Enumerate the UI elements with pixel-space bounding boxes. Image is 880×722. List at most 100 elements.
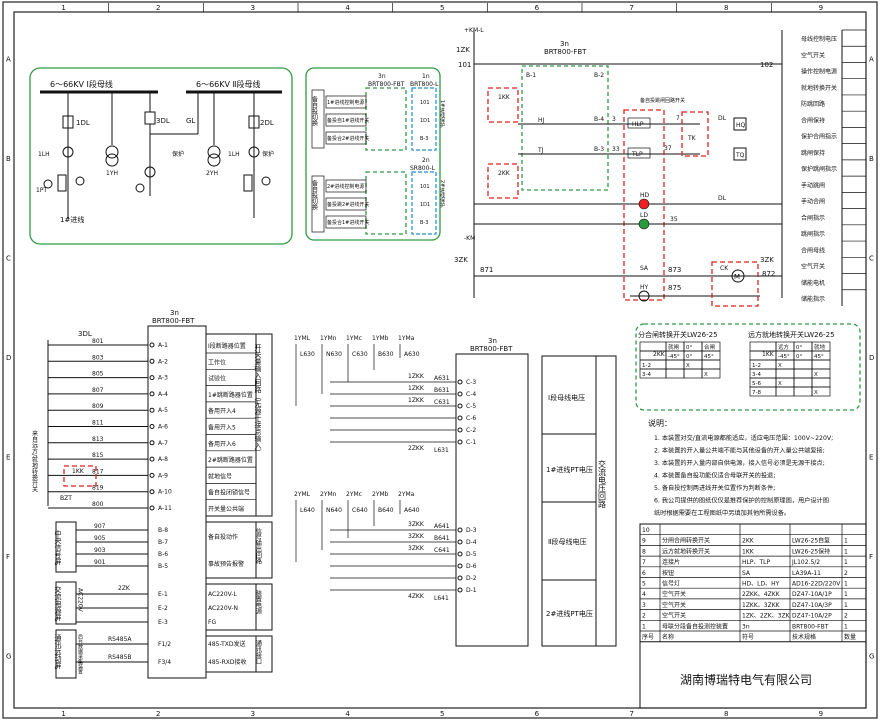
switch-box: 3n BRT800-FBT 1n BRT800-L 备自投切换 1#进线控制电源… [311,73,445,235]
sw-u-item-1: 备投自1#进线开关 [327,117,369,124]
ctl-ld: LD [640,212,648,219]
ctl-3n: 3n [560,40,569,48]
grid-col-bottom-6: 6 [535,710,540,718]
grid-col-bottom-3: 3 [251,710,255,718]
pt-bottom-label-3: 2YMb [372,491,389,498]
sw-node-1d1: 1D1 [420,118,430,124]
bom-r3-c1: 连接片 [662,558,680,566]
in-func-3: 1#跳断路器位置 [208,391,253,399]
grid-row-A: A [6,56,11,64]
in1-label: 1#进线 [60,215,84,224]
bus2-label: 6～66KV Ⅱ段母线 [196,79,260,89]
legend-item-10: 手动合闸 [801,198,825,206]
in-wire-7: 815 [92,452,104,459]
sw-2n: 2n [422,157,430,164]
pt-top-term-5: C-1 [466,439,476,446]
in-comm-side: 通讯接口 [255,639,262,665]
grid-col-2: 2 [156,4,160,12]
in-term-5: A-6 [158,424,168,431]
in-term-10: A-11 [158,505,172,512]
sw-l-item-2: 备投合1#进线开关 [327,219,369,226]
pt-bottom-wire-3: L641 [434,595,449,602]
in-term-1: A-2 [158,358,168,365]
bom-r4-c0: 6 [642,570,646,577]
ctl-3zk-r: 3ZK [760,256,774,264]
pt-top-wire-2: C631 [434,399,450,406]
grid-col-1: 1 [61,4,65,12]
pt-top-term-3: C-6 [466,415,476,422]
grid-row-F: F [6,553,10,561]
sw-node-1d1b: 1D1 [420,202,430,208]
bom-r5-c1: 信号灯 [662,580,680,588]
ctl-b2: B-2 [594,72,604,79]
grid-col-3: 3 [251,4,255,12]
in-name: BRT800-FBT [152,317,195,325]
in-ac-term-1: E-2 [158,605,168,612]
in-rs485a: RS485A [108,636,132,643]
pt-bottom-node-4: A640 [404,507,420,514]
grid-row-G: G [6,652,11,660]
dl2-label: 2DL [260,119,274,127]
ctl-ck: CK [720,265,729,272]
in-sig-term-0: B-8 [158,527,168,534]
yh2-label: 2YH [206,170,218,177]
in-term-3: A-4 [158,391,168,398]
in-wire-6: 813 [92,436,104,443]
in-ac-term-0: E-1 [158,591,168,598]
bom-r4-c2: SA [742,570,751,577]
bom-r8-c3: DZ47-10A/2P [792,613,832,620]
pt-bottom-kk-2: 3ZKK [408,545,425,552]
bom-r7-c1: 空气开关 [662,601,686,609]
pt-top-node-1: N630 [326,351,342,358]
ctl-dl-a: DL [718,115,727,122]
pt-top-term-1: C-4 [466,391,476,398]
pt-bottom-node-2: C640 [352,507,368,514]
pt-bottom-label-0: 2YML [294,491,311,498]
sw-note-l: 2#进线保护 [439,180,445,209]
in-sig-term-2: B-6 [158,551,168,558]
grid-row-right-G: G [869,652,874,660]
bom-r10-c2: 符号 [742,633,754,641]
switch-tables-frame [635,323,861,411]
legend-item-9: 手动跳闸 [801,181,825,189]
ctl-hy: HY [640,284,649,291]
grid-row-E: E [6,453,10,461]
in-sig-term-1: B-7 [158,539,168,546]
t2-r0-c2: 0° [796,345,802,351]
note-2: 3. 本装置的开入量内部自供电源，接入信号必须是无源干接点; [654,459,825,467]
pt-top-term-4: C-2 [466,427,476,434]
pt-bottom-term-4: D-2 [466,575,477,582]
notes: 说明：1. 本装置对交/直流电源都能适应，适应电压范围：100V~220V;2.… [648,418,833,517]
ctl-2kk: 2KK [498,170,511,177]
ctl-dev: BRT800-FBT [544,48,587,56]
t1-sw: 2KK [653,351,666,358]
bom-r9-c2: 3n [742,623,750,630]
in-ac-func-2: FG [208,619,216,626]
t2-sw: 1KK [762,351,775,358]
ctl-1zk: 1ZK [456,46,470,54]
in-comm-sub: 后台数据采集装置 [77,633,83,675]
in-term-4: A-5 [158,407,168,414]
bom-r1-c3: LW26-25自复 [792,537,830,545]
t2-r5-c0: 7-8 [752,390,761,396]
bom-r7-c2: 1ZKK、3ZKK [742,602,781,609]
ctl-3: 3 [612,116,616,123]
bom-r6-c1: 空气开关 [662,590,686,598]
in-func-8: 就地信号 [208,472,232,480]
ctl-33: 33 [612,146,620,153]
t2-r0-c1: 远方 [778,343,790,351]
bom-r1-c1: 分闸合闸转换开关 [662,537,710,545]
pt-top-wire-1: B631 [434,387,450,394]
bom-r6-c3: DZ47-10A/1P [792,591,832,598]
prot1-label: 保护 [172,150,184,158]
ctl-b3: B-3 [594,146,604,153]
in-rs485b: RS485B [108,654,132,661]
t2-title: 远方就地转换开关LW26-25 [748,330,835,339]
in-wire-0: 801 [92,338,104,345]
pt-top-label-4: 1YMa [398,335,415,342]
bom-r7-c4: 1 [844,602,848,609]
grid-col-bottom-8: 8 [724,710,728,718]
